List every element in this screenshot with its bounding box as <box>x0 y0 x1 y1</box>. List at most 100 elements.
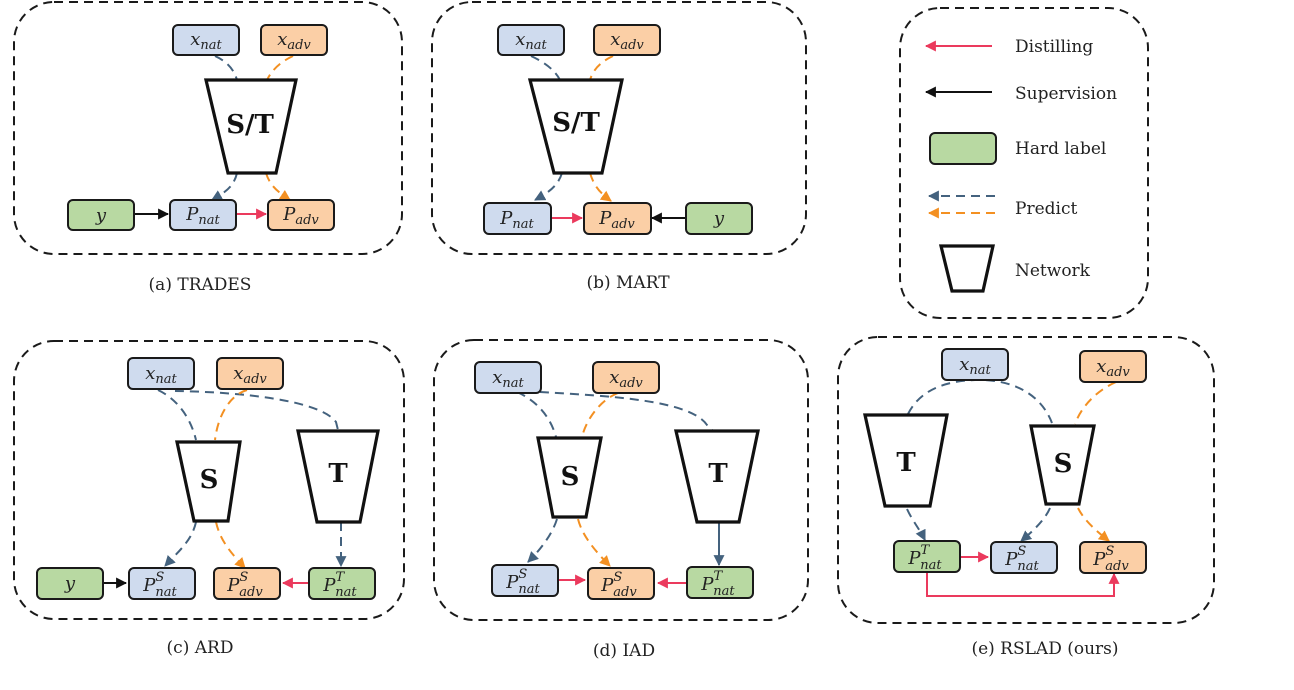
svg-text:Network: Network <box>1015 261 1091 281</box>
edge-xnat-to-t <box>539 391 713 431</box>
svg-text:T: T <box>328 459 348 489</box>
network-st: S/T <box>527 78 624 175</box>
svg-text:xadv: xadv <box>609 367 643 391</box>
svg-text:y: y <box>64 573 76 594</box>
svg-text:S/T: S/T <box>226 110 274 140</box>
edge-distilling-adv <box>926 572 1120 597</box>
edge-xadv-to-net <box>589 55 614 81</box>
svg-text:T: T <box>708 459 728 489</box>
caption-rslad: (e) RSLAD (ours) <box>971 639 1118 659</box>
legend-item-supervision: Supervision <box>924 84 1117 104</box>
legend: Distilling Supervision Hard label Predic… <box>899 7 1149 319</box>
svg-text:y: y <box>95 205 107 226</box>
svg-text:Pnat: Pnat <box>185 204 220 228</box>
network-trapezoid-icon <box>938 244 995 293</box>
svg-text:S: S <box>1054 449 1073 479</box>
panel-frame <box>433 339 809 621</box>
svg-text:Padv: Padv <box>598 208 635 232</box>
edge-xnat-to-net <box>530 55 561 81</box>
edge-net-to-pnat <box>534 172 563 201</box>
svg-text:S: S <box>561 462 580 492</box>
edge-net-to-padv <box>589 172 612 202</box>
edge-s-to-ps-adv <box>577 518 611 567</box>
svg-text:S: S <box>200 465 219 495</box>
svg-text:xnat: xnat <box>190 29 222 53</box>
panel-frame <box>13 340 405 620</box>
svg-text:xadv: xadv <box>233 363 267 387</box>
hard-label-y: y <box>36 567 104 600</box>
network-student: S <box>1029 424 1096 506</box>
svg-text:Supervision: Supervision <box>1015 84 1117 104</box>
edge-xadv-to-s <box>214 389 248 441</box>
edge-s-to-ps-nat <box>527 518 558 563</box>
edge-s-to-ps-adv <box>215 521 246 569</box>
edge-xnat-to-net <box>214 55 238 81</box>
panel-frame <box>13 1 403 255</box>
hard-label-y: y <box>67 199 135 231</box>
svg-text:xnat: xnat <box>145 363 177 387</box>
input-x-nat: xnat <box>172 24 240 56</box>
panel-trades: xnat xadv S/T y Pnat Padv (a) TRADES <box>13 1 403 295</box>
svg-text:xnat: xnat <box>959 354 991 378</box>
edge-net-to-padv <box>265 172 291 201</box>
svg-text:Distilling: Distilling <box>1015 37 1093 57</box>
input-x-adv: xadv <box>1079 350 1147 383</box>
panel-frame <box>431 1 807 255</box>
edge-xadv-to-net <box>266 55 294 81</box>
caption-ard: (c) ARD <box>167 638 234 658</box>
edge-s-to-ps-adv <box>1077 507 1110 542</box>
hard-label-y: y <box>685 202 753 235</box>
edge-s-to-ps-nat <box>164 521 197 567</box>
caption-mart: (b) MART <box>586 273 670 293</box>
edge-net-to-pnat <box>211 172 238 201</box>
svg-text:xadv: xadv <box>277 29 311 53</box>
network-teacher: T <box>863 413 949 508</box>
output-p-nat: Pnat <box>169 199 237 231</box>
input-x-nat: xnat <box>127 357 195 390</box>
network-student: S <box>175 440 242 523</box>
input-x-nat: xnat <box>941 348 1009 381</box>
edge-s-to-ps-nat <box>1020 507 1051 542</box>
hard-label-swatch-icon <box>929 132 997 165</box>
input-x-nat: xnat <box>497 24 565 56</box>
svg-text:xnat: xnat <box>492 367 524 391</box>
input-x-adv: xadv <box>592 361 660 394</box>
svg-text:T: T <box>896 448 916 478</box>
svg-text:xadv: xadv <box>610 29 644 53</box>
edge-xadv-to-s <box>581 392 619 438</box>
svg-text:Pnat: Pnat <box>499 208 534 232</box>
edge-xnat-to-t <box>174 390 339 431</box>
output-p-nat: Pnat <box>483 202 552 235</box>
svg-text:y: y <box>713 208 725 229</box>
svg-text:xnat: xnat <box>515 29 547 53</box>
svg-text:S/T: S/T <box>552 108 600 138</box>
input-x-adv: xadv <box>260 24 328 56</box>
input-x-nat: xnat <box>474 361 542 394</box>
edge-xadv-to-s <box>1074 381 1117 425</box>
panel-mart: xnat xadv S/T Pnat Padv y (b) MART <box>431 1 807 293</box>
svg-text:xadv: xadv <box>1096 356 1130 380</box>
legend-item-network: Network <box>938 244 1091 293</box>
edge-xnat-to-s <box>516 391 557 438</box>
network-teacher: T <box>296 429 380 524</box>
svg-text:Predict: Predict <box>1015 199 1077 219</box>
legend-item-hard-label: Hard label <box>929 132 1106 165</box>
output-p-adv: Padv <box>267 199 335 231</box>
svg-text:Padv: Padv <box>282 204 319 228</box>
edge-t-to-pt-nat <box>906 508 926 541</box>
